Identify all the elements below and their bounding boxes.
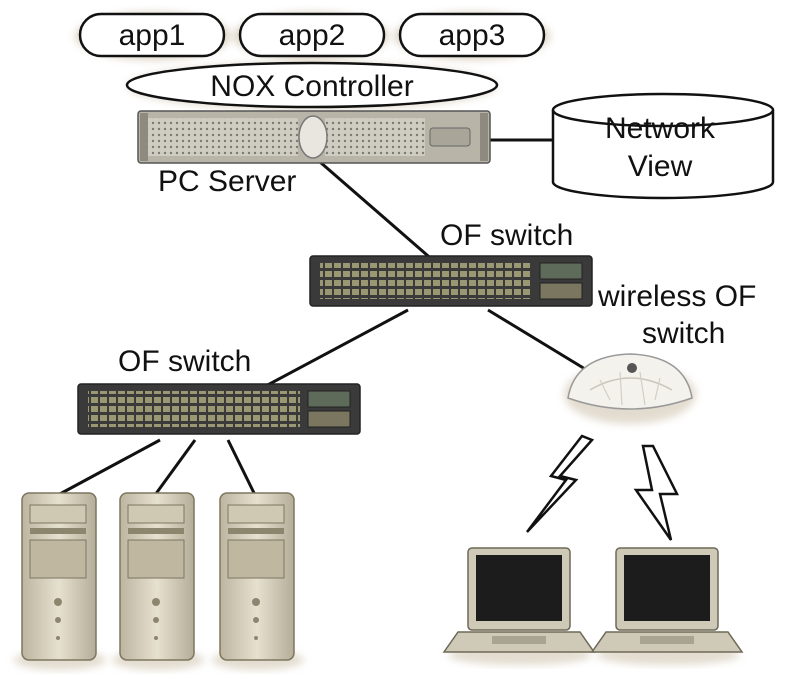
desktop-tower-2-icon: [112, 492, 204, 670]
pc-server-label: PC Server: [158, 165, 296, 198]
laptop-2-icon: [590, 547, 744, 665]
app-2: app2: [233, 12, 389, 60]
desktop-tower-3-icon: [212, 492, 304, 670]
wireless-signal-left-icon: [526, 434, 595, 533]
desktop-tower-1-icon: [14, 492, 106, 670]
app-2-label: app2: [279, 19, 346, 52]
app-3: app3: [394, 12, 550, 60]
network-view-label-line1: Network: [605, 112, 716, 145]
nox-controller: NOX Controller: [125, 61, 499, 110]
pc-server-icon: [137, 110, 491, 164]
app-3-label: app3: [439, 19, 506, 52]
laptop-1-icon: [442, 547, 596, 665]
link-leftswitch-tower2: [153, 439, 197, 496]
link-leftswitch-tower1: [57, 438, 161, 497]
link-switch-leftswitch: [261, 308, 409, 390]
wireless-signal-right-icon: [633, 444, 680, 541]
app-1: app1: [75, 12, 231, 60]
app-1-label: app1: [119, 19, 186, 52]
of-switch-top-icon: [309, 255, 593, 307]
link-switch-wireless: [487, 308, 591, 374]
link-leftswitch-tower3: [226, 439, 257, 496]
of-switch-left-icon: [77, 383, 361, 435]
nox-controller-label: NOX Controller: [210, 70, 413, 103]
wireless-label-line2: switch: [642, 317, 725, 350]
wireless-access-point-icon: [564, 353, 696, 424]
wireless-label-line1: wireless OF: [597, 280, 756, 313]
of-switch-top-label: OF switch: [440, 219, 573, 252]
connection-lines: [57, 138, 591, 497]
of-switch-left-label: OF switch: [118, 345, 251, 378]
link-server-switch: [319, 160, 436, 264]
network-view-database: Network View: [551, 92, 775, 200]
network-view-label-line2: View: [628, 150, 693, 183]
